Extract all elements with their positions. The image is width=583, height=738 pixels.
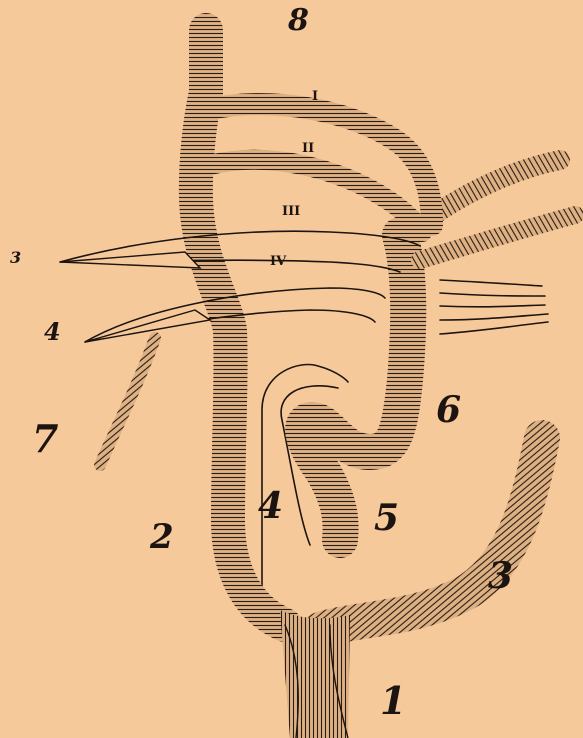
trunk-1 bbox=[280, 610, 350, 738]
lateral-nerves bbox=[440, 280, 548, 334]
label-8: 8 bbox=[288, 6, 309, 36]
vessel-branch-right bbox=[420, 215, 575, 260]
vessel-7 bbox=[100, 338, 155, 465]
label-4-left: 4 bbox=[44, 320, 61, 344]
label-5: 5 bbox=[374, 500, 399, 536]
label-II: II bbox=[302, 142, 314, 155]
label-4-mid: 4 bbox=[258, 488, 283, 524]
label-6: 6 bbox=[436, 392, 461, 428]
label-IV: IV bbox=[270, 255, 286, 268]
trunk-2 bbox=[196, 30, 285, 625]
vessel-6 bbox=[303, 235, 408, 540]
label-1: 1 bbox=[380, 682, 406, 720]
label-III: III bbox=[282, 205, 300, 218]
label-7: 7 bbox=[32, 420, 58, 458]
label-3-right: 3 bbox=[488, 558, 513, 594]
arch-III bbox=[60, 231, 420, 272]
label-3-left: 3 bbox=[10, 250, 21, 266]
label-2: 2 bbox=[150, 520, 174, 554]
label-I: I bbox=[312, 90, 318, 103]
